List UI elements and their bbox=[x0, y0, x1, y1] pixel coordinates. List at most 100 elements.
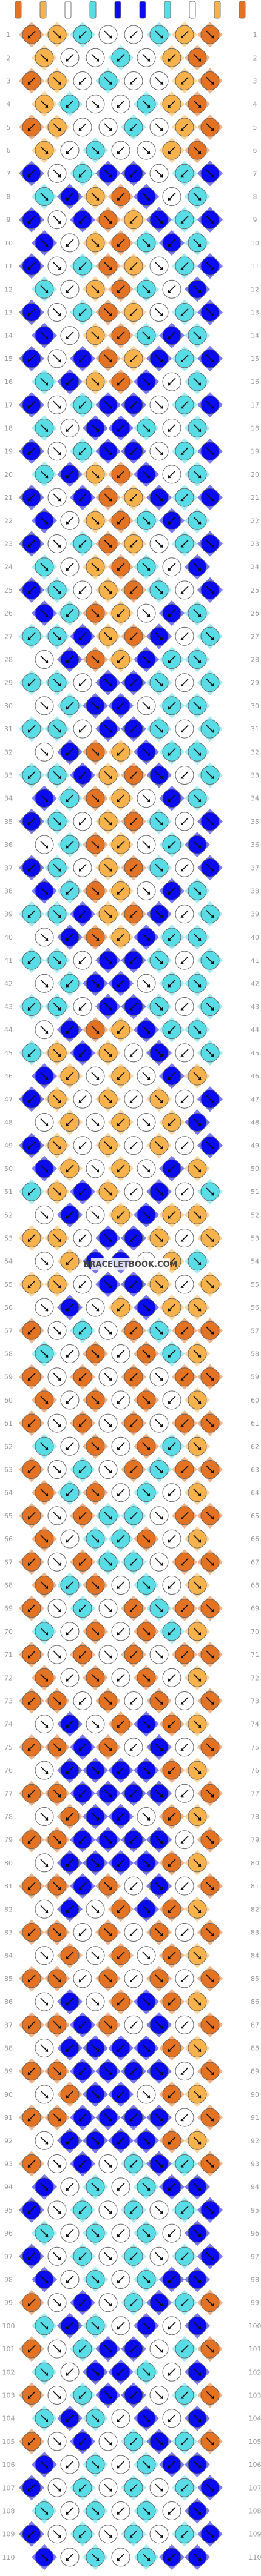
knot-arrow bbox=[40, 1720, 49, 1728]
knot-arrow bbox=[78, 817, 87, 826]
knot-arrow bbox=[142, 423, 151, 433]
row-number-left: 58 bbox=[4, 1350, 13, 1358]
knot-arrow bbox=[142, 933, 151, 941]
knot-arrow bbox=[168, 331, 176, 340]
knot-arrow bbox=[193, 886, 202, 895]
knot-arrow bbox=[180, 1002, 189, 1011]
knot-arrow bbox=[193, 146, 202, 154]
knot-arrow bbox=[142, 239, 151, 247]
knot-arrow bbox=[117, 1951, 125, 1960]
knot-arrow bbox=[66, 377, 74, 386]
knot-arrow bbox=[53, 1141, 61, 1150]
knot-arrow bbox=[129, 863, 138, 872]
row-number-right: 39 bbox=[251, 911, 259, 918]
knot-arrow bbox=[193, 1720, 202, 1728]
watermark: BRACELETBOOK.COM bbox=[84, 1258, 177, 1270]
knot-arrow bbox=[78, 1465, 87, 1474]
row-number-left: 44 bbox=[4, 1026, 13, 1034]
row-number-left: 99 bbox=[4, 2299, 13, 2307]
knot-arrow bbox=[206, 1049, 214, 1057]
knot-arrow bbox=[91, 1026, 100, 1034]
knot-arrow bbox=[53, 863, 61, 872]
row-number-left: 67 bbox=[4, 1558, 13, 1566]
knot-arrow bbox=[117, 1164, 125, 1173]
knot-arrow bbox=[66, 1442, 74, 1450]
knot-arrow bbox=[117, 100, 125, 108]
knot-arrow bbox=[129, 1280, 138, 1289]
row-number-left: 10 bbox=[4, 239, 13, 247]
row-number-right: 57 bbox=[251, 1327, 259, 1335]
knot-arrow bbox=[53, 400, 61, 409]
knot-arrow bbox=[117, 285, 125, 293]
knot-arrow bbox=[78, 1604, 87, 1613]
knot-arrow bbox=[66, 1766, 74, 1774]
knot-arrow bbox=[40, 1905, 49, 1913]
row-number-right: 98 bbox=[251, 2276, 259, 2284]
knot-arrow bbox=[168, 1303, 176, 1312]
knot-arrow bbox=[155, 1558, 163, 1566]
row-number-right: 47 bbox=[251, 1095, 259, 1103]
row-number-left: 110 bbox=[2, 2554, 15, 2561]
knot-arrow bbox=[91, 146, 100, 154]
row-number-right: 36 bbox=[251, 841, 259, 849]
knot-arrow bbox=[40, 285, 49, 293]
knot-arrow bbox=[104, 725, 112, 733]
row-number-left: 105 bbox=[2, 2438, 15, 2446]
string-end bbox=[89, 1, 97, 19]
row-number-left: 88 bbox=[4, 2045, 13, 2053]
row-number-left: 7 bbox=[7, 170, 11, 178]
knot-arrow bbox=[53, 1002, 61, 1011]
knot-arrow bbox=[206, 1558, 214, 1566]
knot-arrow bbox=[40, 702, 49, 710]
row-number-left: 93 bbox=[4, 2160, 13, 2168]
string-ends-top bbox=[15, 1, 246, 19]
row-number-right: 35 bbox=[251, 818, 259, 826]
row-number-right: 6 bbox=[253, 147, 257, 154]
row-number-left: 62 bbox=[4, 1442, 13, 1450]
knot-arrow bbox=[53, 632, 61, 640]
knot-arrow bbox=[206, 1743, 214, 1751]
row-number-right: 58 bbox=[251, 1350, 259, 1358]
knot-arrow bbox=[117, 146, 125, 154]
row-number-right: 78 bbox=[251, 1813, 259, 1821]
knot-arrow bbox=[78, 771, 87, 780]
knot-arrow bbox=[129, 123, 138, 131]
knot-arrow bbox=[193, 1442, 202, 1450]
row-number-right: 82 bbox=[251, 1905, 259, 1913]
string-end bbox=[64, 1, 72, 19]
knot-arrow bbox=[168, 1026, 176, 1034]
row-number-left: 86 bbox=[4, 1998, 13, 2006]
knot-arrow bbox=[193, 1072, 202, 1080]
knot-arrow bbox=[117, 1859, 125, 1867]
row-number-left: 15 bbox=[4, 355, 13, 363]
knot-arrow bbox=[40, 239, 49, 247]
row-number-right: 34 bbox=[251, 795, 259, 803]
knot-arrow bbox=[27, 1141, 36, 1150]
knot-arrow bbox=[104, 1882, 112, 1890]
knot-arrow bbox=[168, 192, 176, 201]
knot-arrow bbox=[117, 1303, 125, 1312]
knot-arrow bbox=[117, 933, 125, 941]
row-number-right: 81 bbox=[251, 1882, 259, 1890]
knot-arrow bbox=[129, 1882, 138, 1890]
knot-arrow bbox=[117, 331, 125, 340]
row-number-left: 11 bbox=[4, 262, 13, 270]
row-number-right: 21 bbox=[251, 494, 259, 502]
knot-arrow bbox=[66, 1859, 74, 1867]
row-number-right: 62 bbox=[251, 1442, 259, 1450]
knot-arrow bbox=[78, 1836, 87, 1844]
knot-arrow bbox=[206, 262, 214, 270]
knot-arrow bbox=[206, 400, 214, 409]
knot-arrow bbox=[78, 956, 87, 964]
knot-arrow bbox=[168, 516, 176, 525]
knot-arrow bbox=[180, 1650, 189, 1659]
knot-arrow bbox=[193, 53, 202, 62]
knot-arrow bbox=[193, 563, 202, 571]
knot-arrow bbox=[91, 748, 100, 756]
row-number-right: 42 bbox=[251, 980, 259, 988]
row-number-left: 23 bbox=[4, 540, 13, 548]
knot-arrow bbox=[168, 748, 176, 756]
knot-arrow bbox=[27, 586, 36, 594]
knot-arrow bbox=[142, 1766, 151, 1774]
knot-arrow bbox=[40, 1257, 49, 1266]
